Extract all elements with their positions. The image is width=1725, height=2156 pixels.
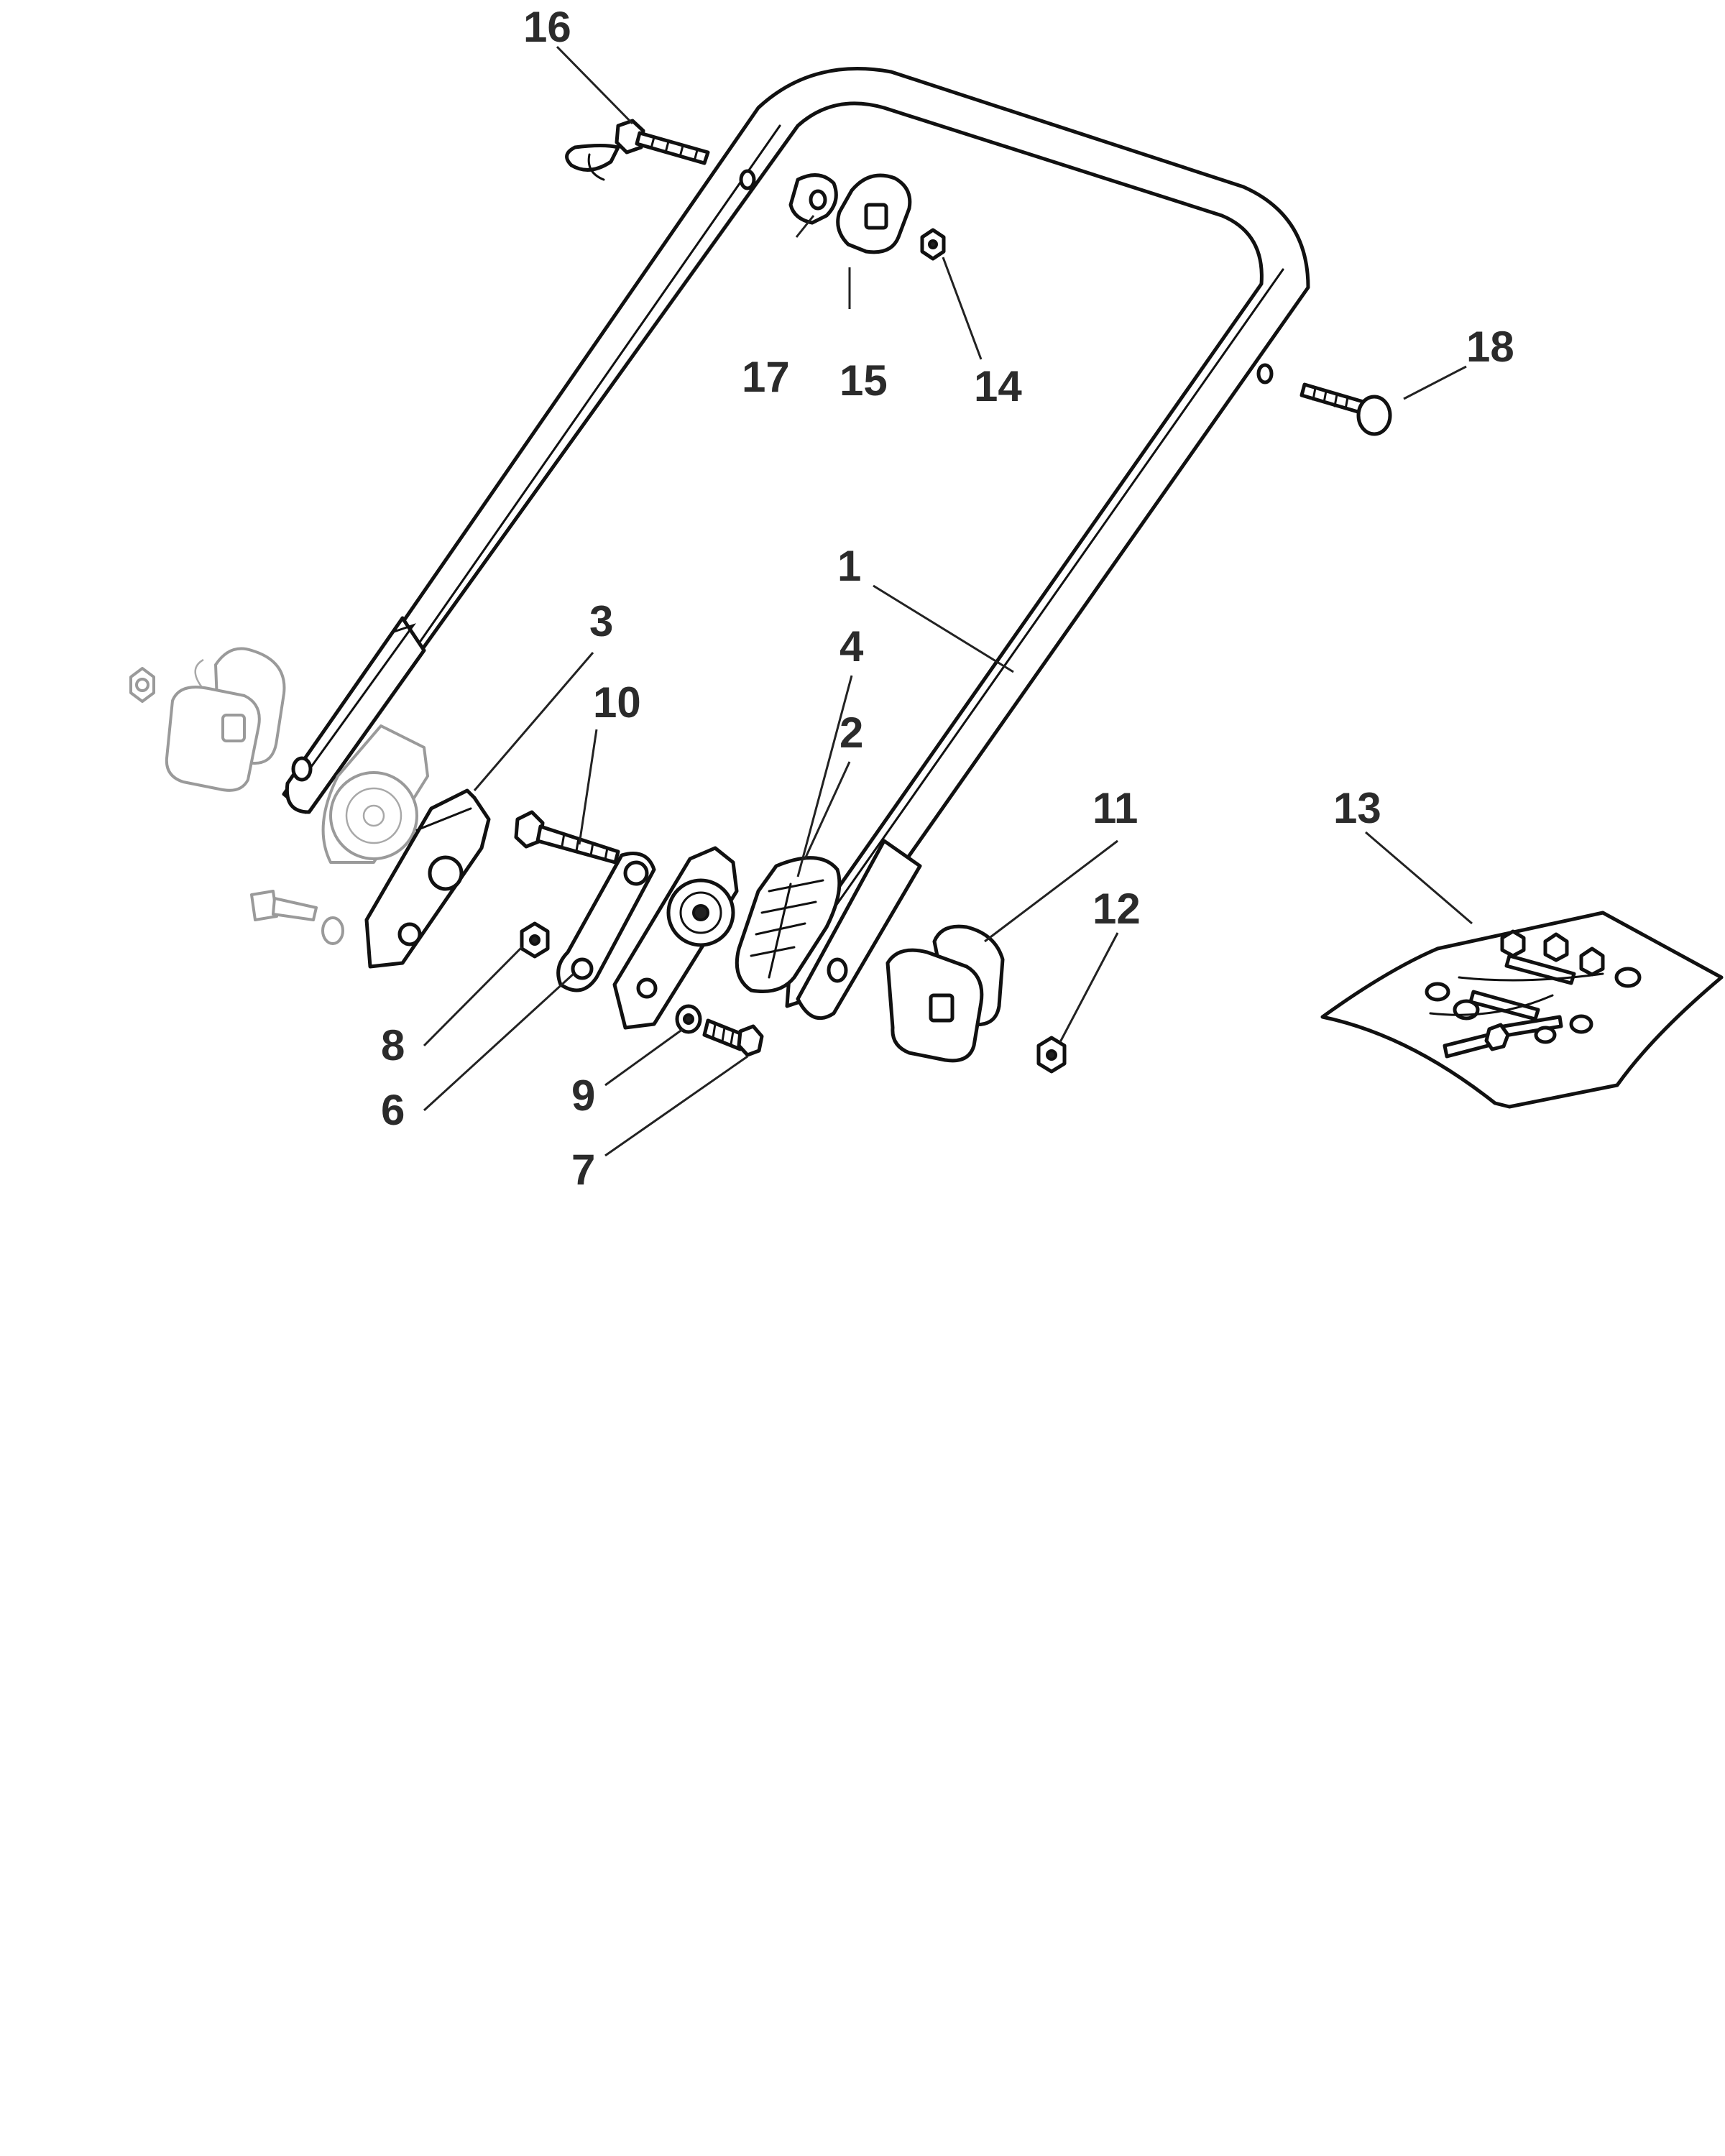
- nut-right: [1036, 1036, 1067, 1074]
- callout-15: 15: [840, 356, 888, 405]
- short-bolt: [702, 1018, 764, 1057]
- callout-6: 6: [381, 1086, 405, 1134]
- callout-12: 12: [1092, 885, 1141, 933]
- callout-3: 3: [589, 597, 613, 645]
- callout-1: 1: [837, 542, 861, 590]
- callout-17: 17: [742, 353, 790, 401]
- callout-10: 10: [593, 678, 641, 727]
- long-bolt: [514, 810, 620, 865]
- callout-labels: 16 17 15 14 18 1 3 4 10 2 11 13 12 8 9 6…: [381, 3, 1514, 1194]
- callout-18: 18: [1466, 323, 1514, 371]
- link-bracket: [556, 852, 656, 992]
- clamp-knobs: [886, 924, 1005, 1063]
- washer: [675, 1004, 702, 1034]
- top-knob-set: [788, 173, 946, 261]
- callout-16: 16: [523, 3, 571, 51]
- carriage-bolt: [1300, 382, 1392, 436]
- nut: [520, 921, 550, 959]
- hardware-bag: [1320, 911, 1724, 1109]
- ghost-left-assembly: [129, 647, 429, 945]
- ribbed-adjuster-block: [735, 856, 842, 994]
- rope-guide-bolt: [565, 119, 710, 181]
- callout-4: 4: [840, 622, 864, 671]
- callout-13: 13: [1333, 784, 1381, 832]
- callout-8: 8: [381, 1021, 405, 1069]
- toothed-adjuster-plate: [612, 846, 739, 1030]
- callout-9: 9: [571, 1072, 595, 1120]
- handle-frame: [282, 67, 1310, 1021]
- leader-lines: [423, 45, 1473, 1157]
- callout-2: 2: [840, 709, 863, 757]
- callout-14: 14: [974, 362, 1022, 410]
- adjuster-plate-left: [364, 788, 491, 969]
- callout-7: 7: [571, 1146, 595, 1194]
- callout-11: 11: [1092, 784, 1138, 832]
